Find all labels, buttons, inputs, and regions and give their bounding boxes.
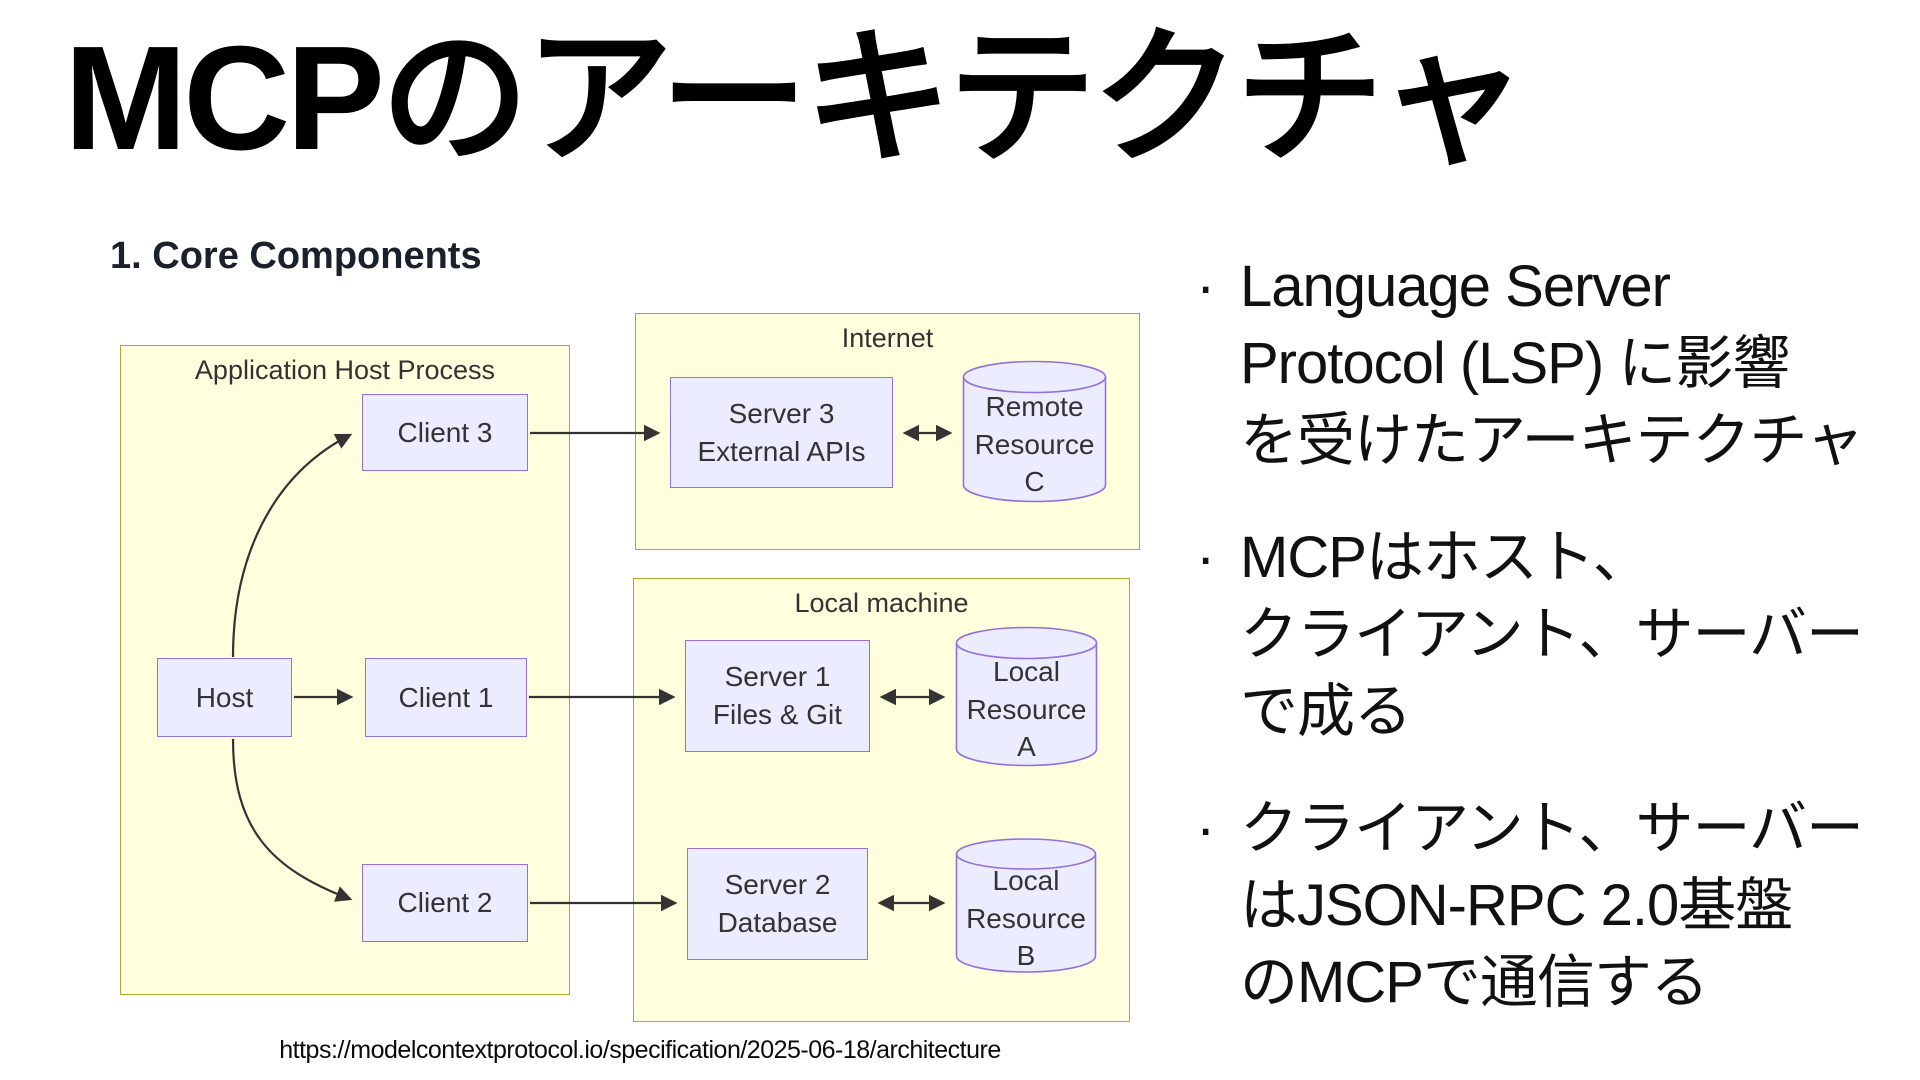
node-local-resource-a: Local Resource A [955, 626, 1098, 767]
cylinder-shape-icon [955, 838, 1097, 973]
list-item: · クライアント、サーバー はJSON-RPC 2.0基盤 のMCPで通信する [1196, 790, 1916, 1021]
group-application-host-process-label: Application Host Process [194, 355, 496, 385]
node-host: Host [157, 658, 292, 737]
node-remote-resource-c-label: Remote Resource C [974, 390, 1095, 498]
group-internet-label: Internet [841, 323, 934, 353]
group-local-machine-label: Local machine [794, 588, 969, 618]
bullet-text-mcp-components: MCPはホスト、 クライアント、サーバー で成る [1240, 525, 1864, 744]
node-local-resource-a-label: Local Resource A [966, 655, 1087, 763]
section-heading: 1. Core Components [110, 235, 482, 277]
node-client-2: Client 2 [362, 864, 528, 942]
bullet-marker: · [1196, 796, 1216, 861]
bullet-text-jsonrpc: クライアント、サーバー はJSON-RPC 2.0基盤 のMCPで通信する [1240, 796, 1864, 1015]
node-client-1: Client 1 [365, 658, 527, 737]
node-client-3: Client 3 [362, 394, 528, 471]
node-server-1: Server 1 Files & Git [685, 640, 870, 752]
source-url: https://modelcontextprotocol.io/specific… [279, 1036, 1001, 1064]
cylinder-shape-icon [962, 360, 1107, 503]
list-item: · Language Server Protocol (LSP) に影響 を受け… [1196, 248, 1916, 479]
notes-list: · Language Server Protocol (LSP) に影響 を受け… [1196, 248, 1916, 1061]
list-item: · MCPはホスト、 クライアント、サーバー で成る [1196, 519, 1916, 750]
node-remote-resource-c: Remote Resource C [962, 360, 1107, 503]
node-local-resource-b: Local Resource B [955, 838, 1097, 973]
bullet-marker: · [1196, 254, 1216, 319]
node-local-resource-b-label: Local Resource B [966, 864, 1086, 972]
bullet-marker: · [1196, 525, 1216, 590]
node-server-2: Server 2 Database [687, 848, 868, 960]
cylinder-shape-icon [955, 626, 1098, 767]
node-server-3: Server 3 External APIs [670, 377, 893, 488]
bullet-text-lsp-influence: Language Server Protocol (LSP) に影響 を受けたア… [1240, 254, 1864, 473]
page-title: MCPのアーキテクチャ [64, 16, 1527, 181]
